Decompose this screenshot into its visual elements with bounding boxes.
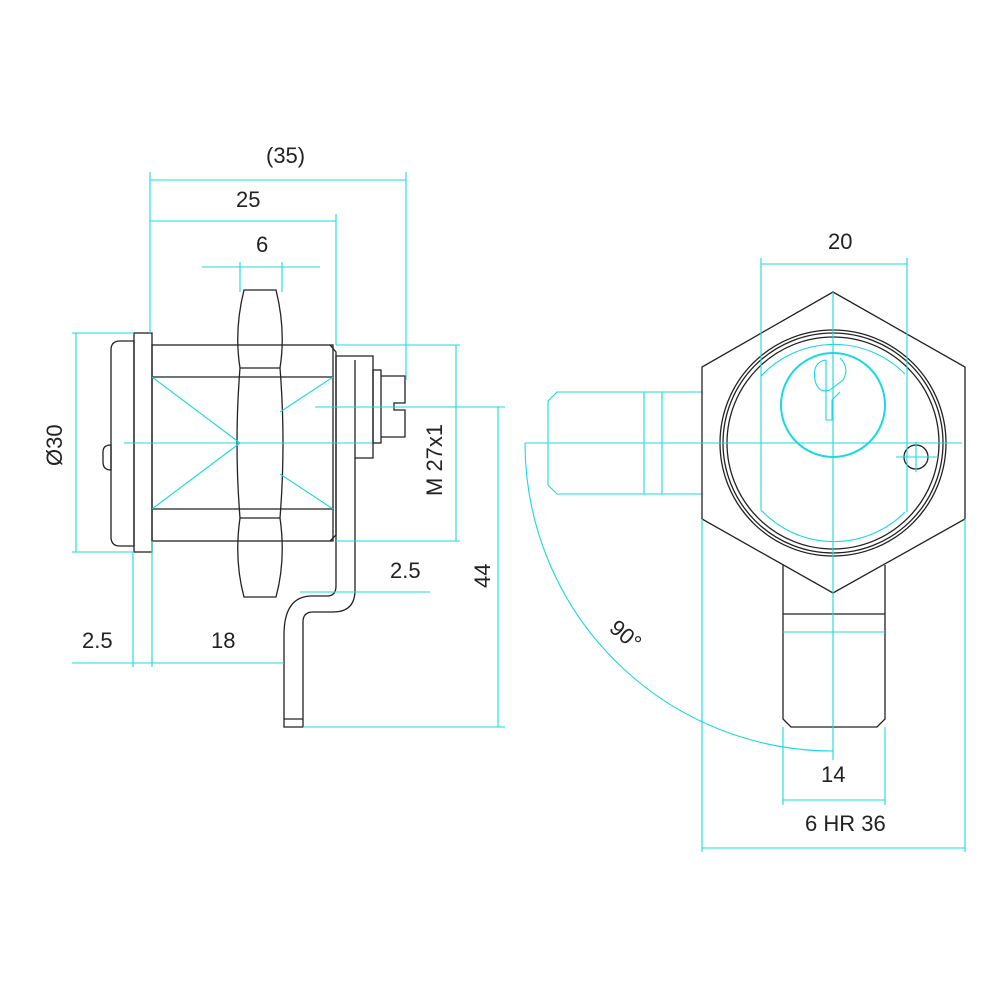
- front-outline: [547, 291, 966, 728]
- lock-body-outline: [102, 289, 406, 728]
- dim-length-label: 18: [211, 628, 235, 653]
- dim-hex-label: 6 HR 36: [805, 811, 886, 836]
- dim-thread-label: M 27x1: [422, 424, 447, 496]
- dim-bracket-thickness-label: 2.5: [390, 558, 421, 583]
- side-view: (35) 25 6 Ø30 M 27x1 2.5 44 2.5 18: [42, 143, 505, 728]
- side-dimension-lines: [72, 172, 505, 728]
- dim-nut-label: 6: [256, 232, 268, 257]
- dim-overall-label: (35): [266, 143, 305, 168]
- dim-flange-label: 2.5: [82, 628, 113, 653]
- dim-cam-label: 14: [821, 762, 845, 787]
- dim-body-label: 25: [236, 187, 260, 212]
- dim-angle-label: 90°: [605, 615, 647, 656]
- dim-diameter-label: Ø30: [42, 424, 67, 466]
- front-dimension-lines: [524, 258, 966, 852]
- dim-height-label: 44: [470, 564, 495, 588]
- front-view: 20 14 6 HR 36 90°: [524, 229, 966, 852]
- dim-width-label: 20: [828, 229, 852, 254]
